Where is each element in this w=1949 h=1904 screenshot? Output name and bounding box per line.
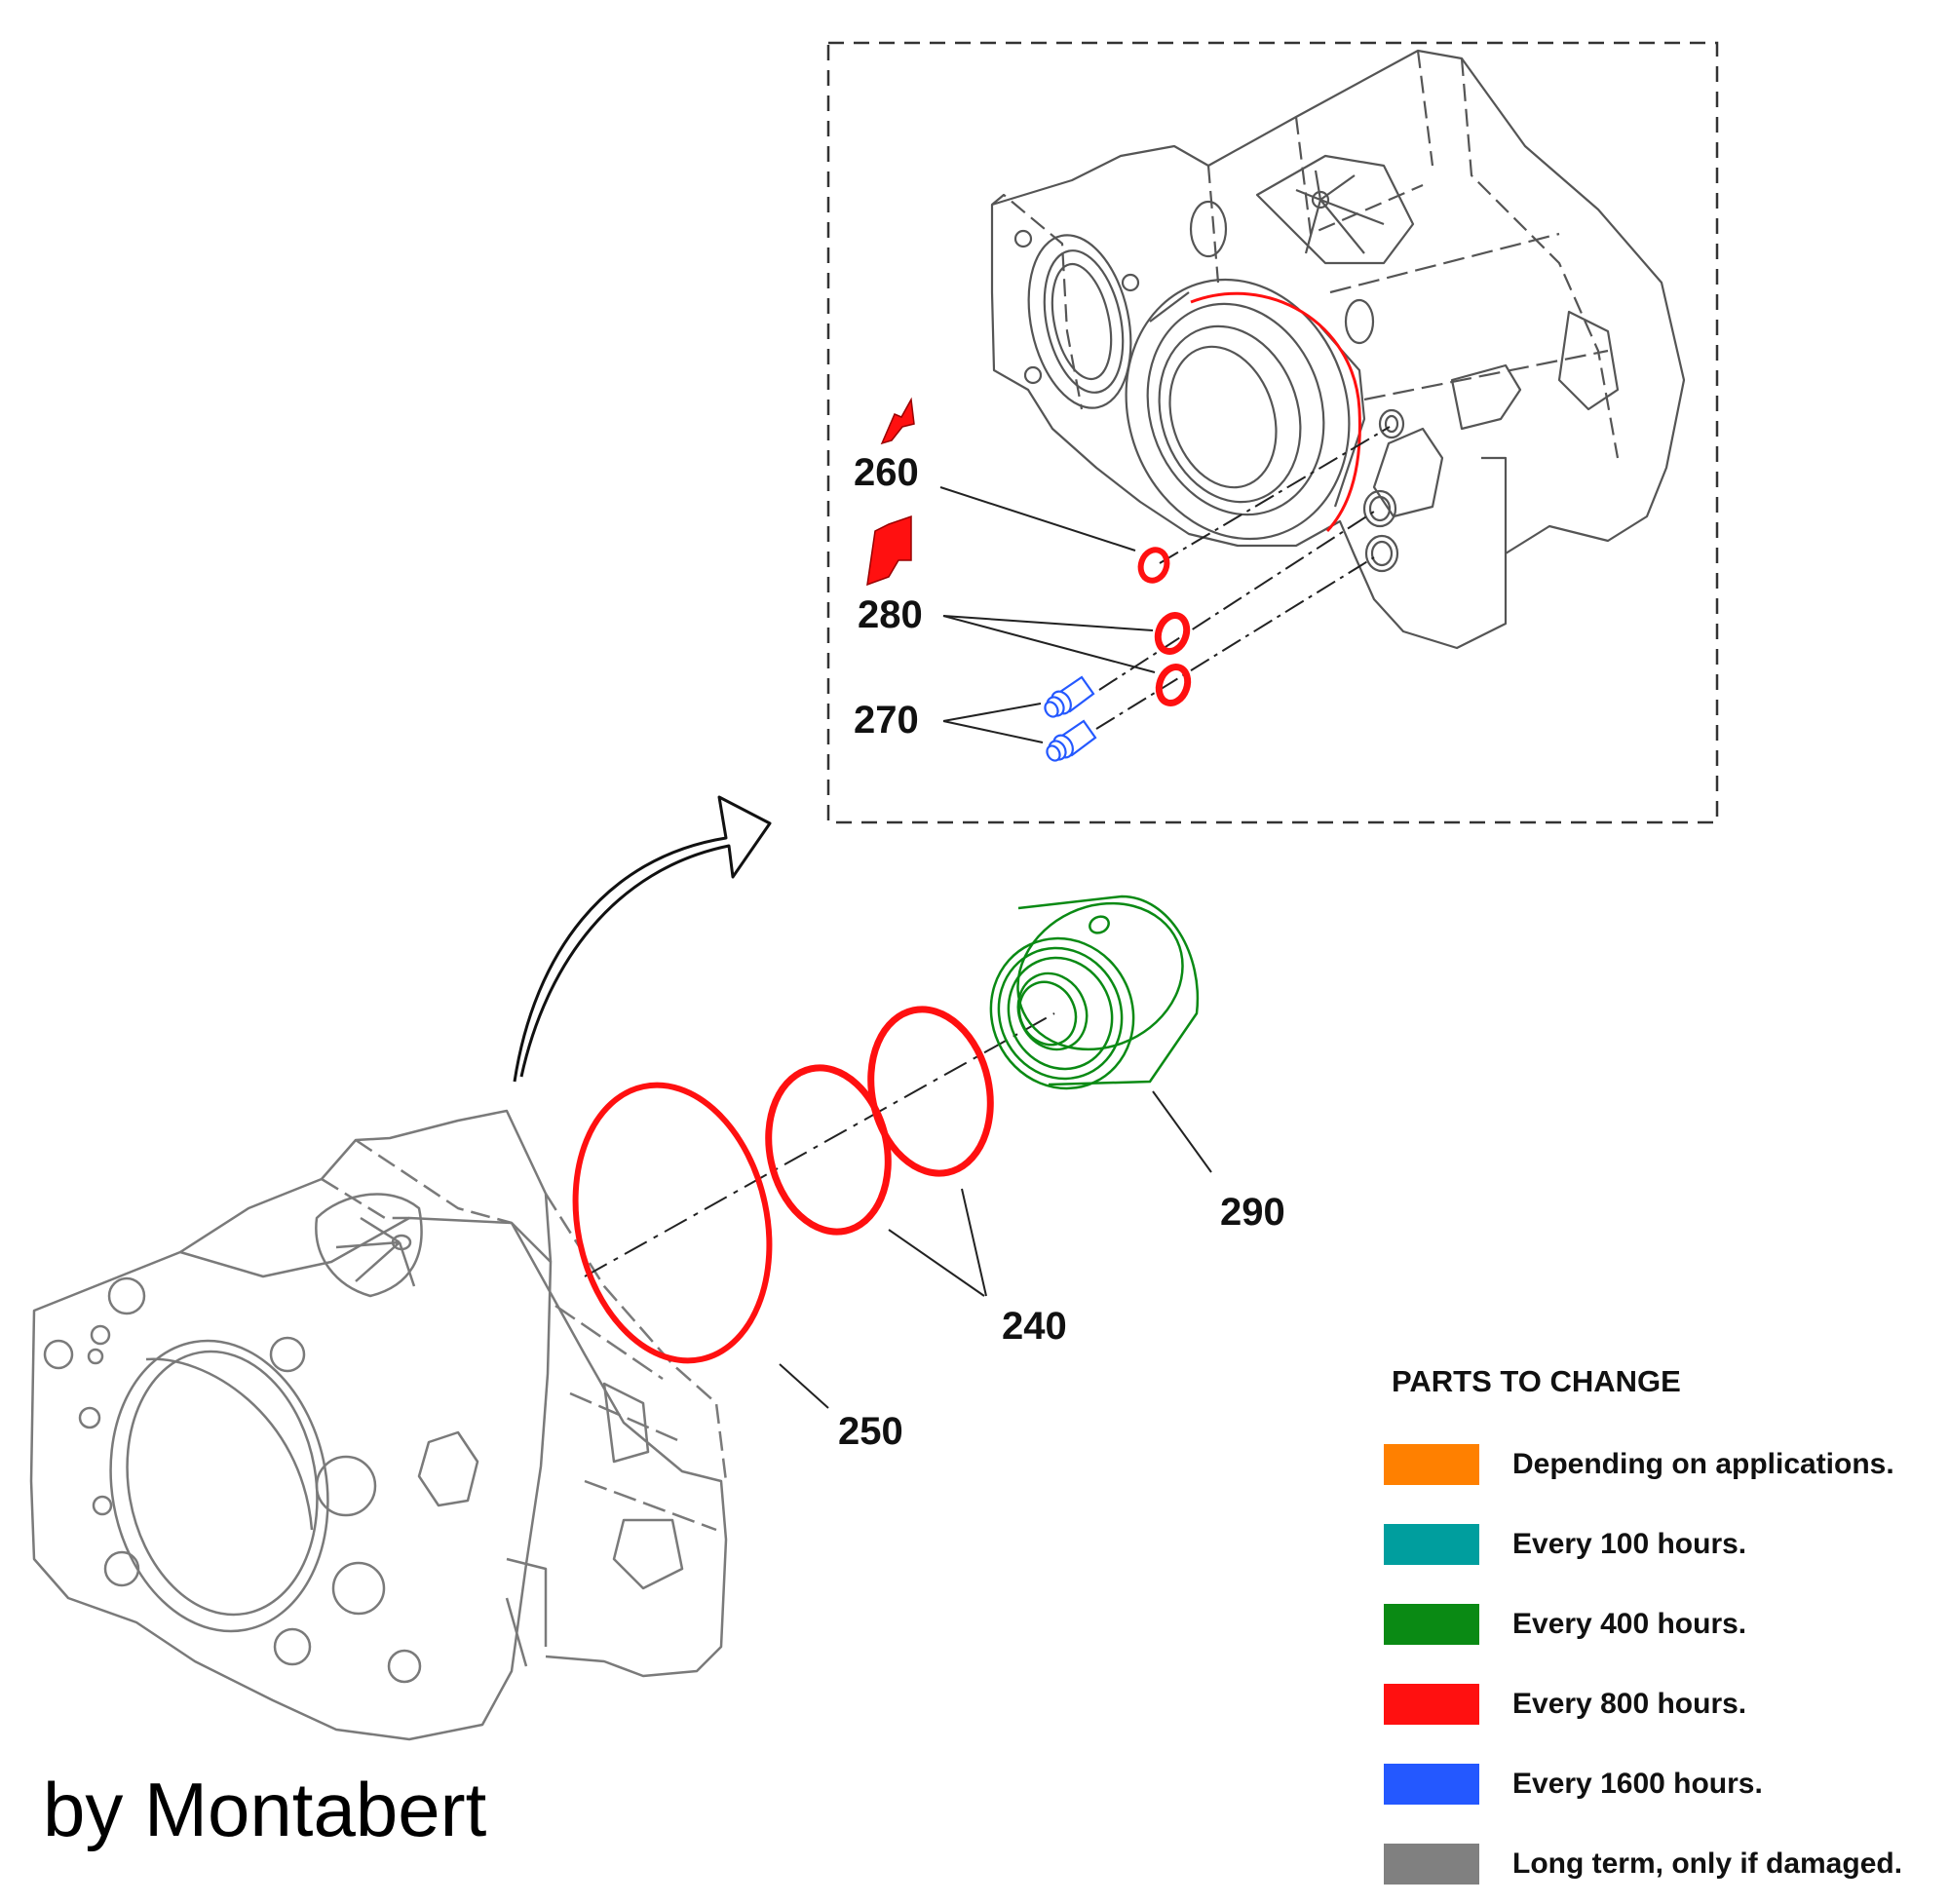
- legend-swatch-red: [1384, 1684, 1479, 1725]
- credit-text: by Montabert: [43, 1767, 487, 1852]
- legend-swatch-teal: [1384, 1524, 1479, 1565]
- legend-item: Every 100 hours.: [1384, 1504, 1949, 1584]
- detail-inset-frame: [826, 41, 1719, 824]
- legend-label: Every 400 hours.: [1512, 1608, 1747, 1640]
- replace-flag-icon-280: [866, 514, 912, 587]
- part-label-270: 270: [854, 699, 919, 742]
- legend-label: Depending on applications.: [1512, 1448, 1894, 1480]
- legend-item: Every 1600 hours.: [1384, 1744, 1949, 1824]
- legend: PARTS TO CHANGE Depending on application…: [1384, 1362, 1949, 1904]
- legend-label: Long term, only if damaged.: [1512, 1847, 1903, 1880]
- part-label-240: 240: [1002, 1305, 1067, 1348]
- legend-swatch-orange: [1384, 1444, 1479, 1485]
- inset-housing-drawing: [990, 49, 1686, 650]
- legend-label: Every 1600 hours.: [1512, 1768, 1763, 1800]
- curved-arrow-icon: [513, 795, 772, 1083]
- legend-title: PARTS TO CHANGE: [1392, 1364, 1681, 1398]
- part-label-280: 280: [858, 593, 923, 636]
- replace-flag-icon-260: [880, 397, 915, 445]
- legend-swatch-green: [1384, 1604, 1479, 1645]
- legend-item: Long term, only if damaged.: [1384, 1824, 1949, 1904]
- part-label-260: 260: [854, 451, 919, 494]
- main-housing-drawing: [29, 1109, 728, 1741]
- legend-item: Depending on applications.: [1384, 1425, 1949, 1504]
- inset-leader-lines: [939, 486, 1156, 743]
- legend-item: Every 800 hours.: [1384, 1664, 1949, 1744]
- legend-label: Every 800 hours.: [1512, 1688, 1747, 1720]
- part-label-250: 250: [838, 1410, 903, 1453]
- part-label-290: 290: [1220, 1191, 1285, 1234]
- legend-item: Every 400 hours.: [1384, 1584, 1949, 1664]
- main-exploded-parts: [572, 895, 1200, 1364]
- main-leader-lines: [779, 1090, 1212, 1409]
- legend-swatch-grey: [1384, 1844, 1479, 1885]
- legend-label: Every 100 hours.: [1512, 1528, 1747, 1560]
- legend-swatch-blue: [1384, 1764, 1479, 1805]
- inset-bore-seal: [1190, 291, 1361, 533]
- inset-exploded-parts: [1044, 426, 1391, 762]
